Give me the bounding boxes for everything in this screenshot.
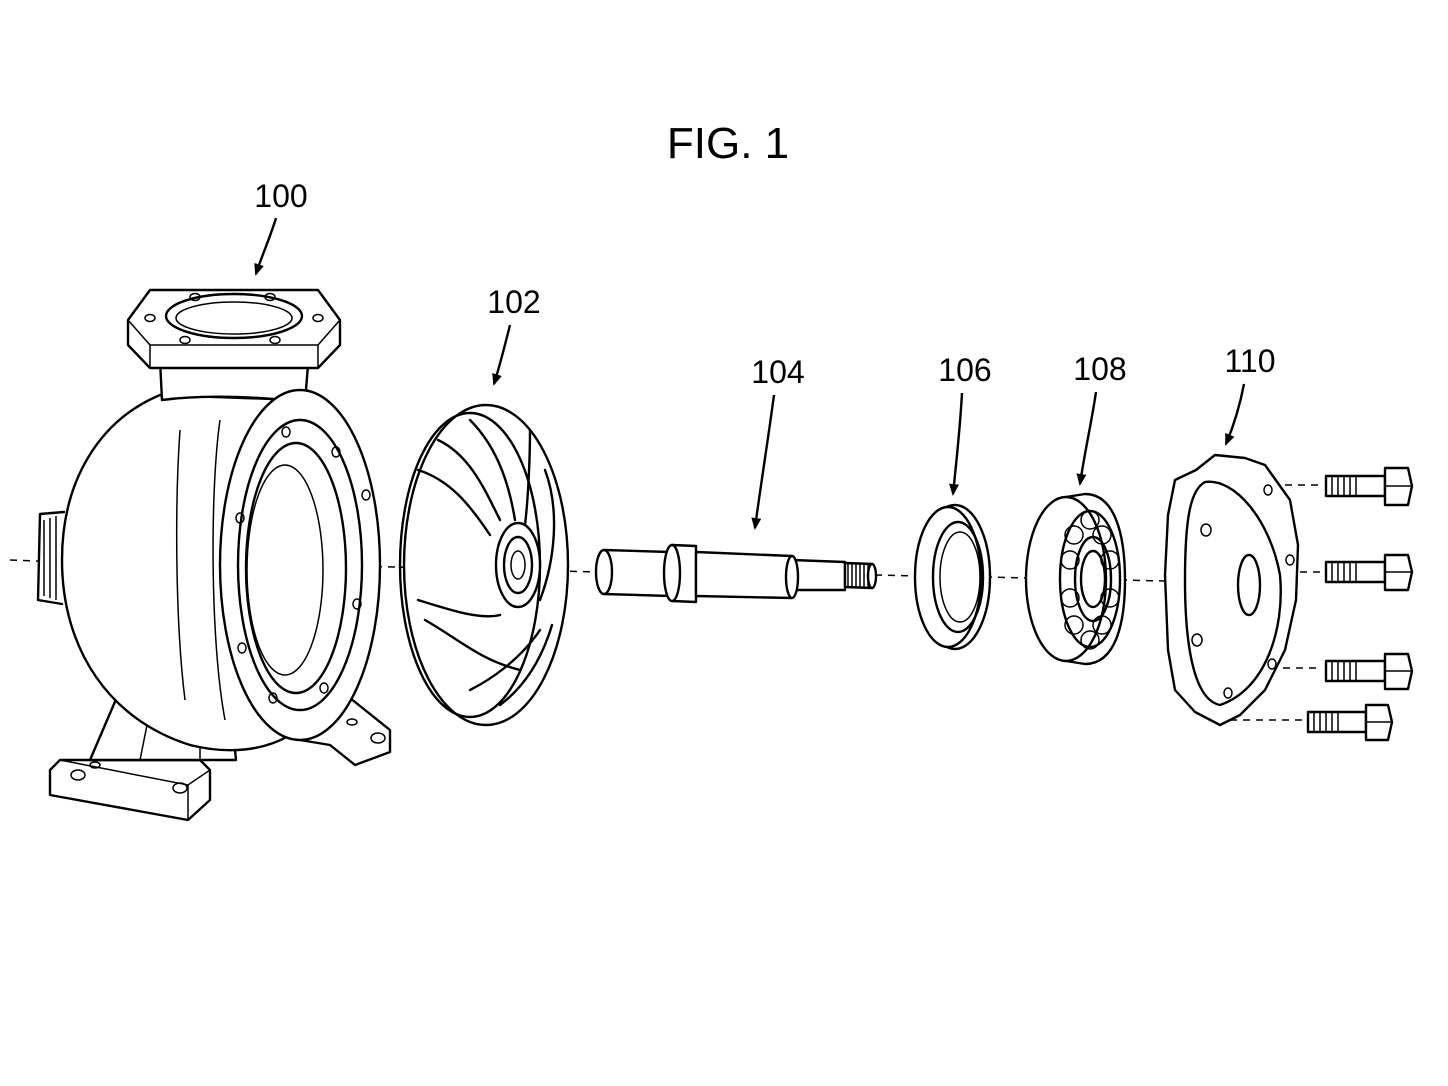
leader-arrow-seal bbox=[953, 393, 962, 494]
seal bbox=[915, 505, 990, 649]
leader-arrow-shaft bbox=[755, 395, 774, 528]
figure-title: FIG. 1 bbox=[667, 119, 789, 168]
ref-label-bearing: 108 bbox=[1073, 351, 1126, 387]
shaft bbox=[596, 545, 876, 602]
ref-label-housing: 100 bbox=[254, 178, 307, 214]
impeller bbox=[400, 405, 568, 725]
bolt-2 bbox=[1326, 555, 1412, 590]
leader-arrow-impeller bbox=[494, 325, 510, 384]
leader-arrow-housing bbox=[256, 218, 276, 274]
end-cover bbox=[1165, 455, 1298, 725]
ref-label-impeller: 102 bbox=[487, 284, 540, 320]
bearing bbox=[1026, 494, 1125, 664]
pump-housing bbox=[38, 290, 390, 820]
bolt-4 bbox=[1308, 705, 1392, 740]
leader-arrow-cover bbox=[1226, 384, 1244, 444]
leader-arrow-bearing bbox=[1080, 392, 1096, 484]
bolt-1 bbox=[1326, 468, 1412, 505]
bolt-3 bbox=[1326, 654, 1412, 689]
ref-label-cover: 110 bbox=[1224, 343, 1275, 379]
ref-label-shaft: 104 bbox=[751, 354, 804, 390]
ref-label-seal: 106 bbox=[938, 352, 991, 388]
